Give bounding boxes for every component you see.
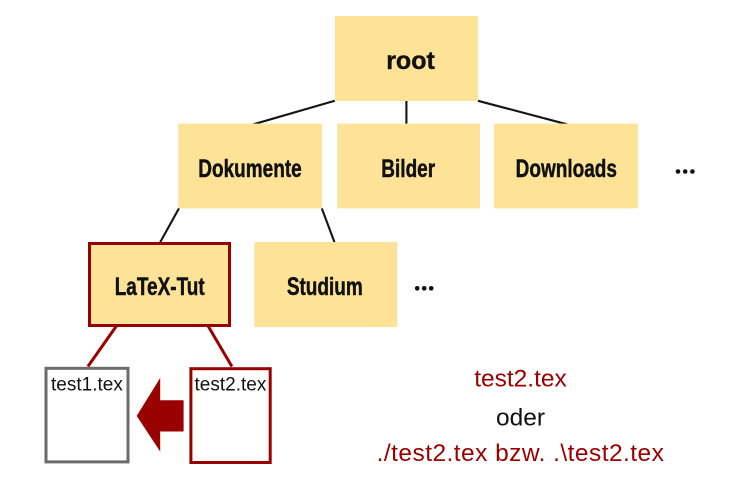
svg-text:Studium: Studium	[287, 272, 363, 300]
svg-text:./test2.tex bzw. .\test2.tex: ./test2.tex bzw. .\test2.tex	[377, 440, 665, 467]
svg-text:Bilder: Bilder	[381, 155, 435, 183]
svg-text:LaTeX-Tut: LaTeX-Tut	[115, 272, 206, 300]
svg-text:Dokumente: Dokumente	[198, 155, 301, 183]
svg-text:test2.tex: test2.tex	[474, 366, 567, 393]
svg-text:Downloads: Downloads	[516, 155, 617, 183]
svg-text:root: root	[386, 47, 435, 75]
svg-text:oder: oder	[496, 404, 545, 431]
svg-text:test1.tex: test1.tex	[51, 375, 123, 396]
svg-text:test2.tex: test2.tex	[195, 375, 267, 396]
